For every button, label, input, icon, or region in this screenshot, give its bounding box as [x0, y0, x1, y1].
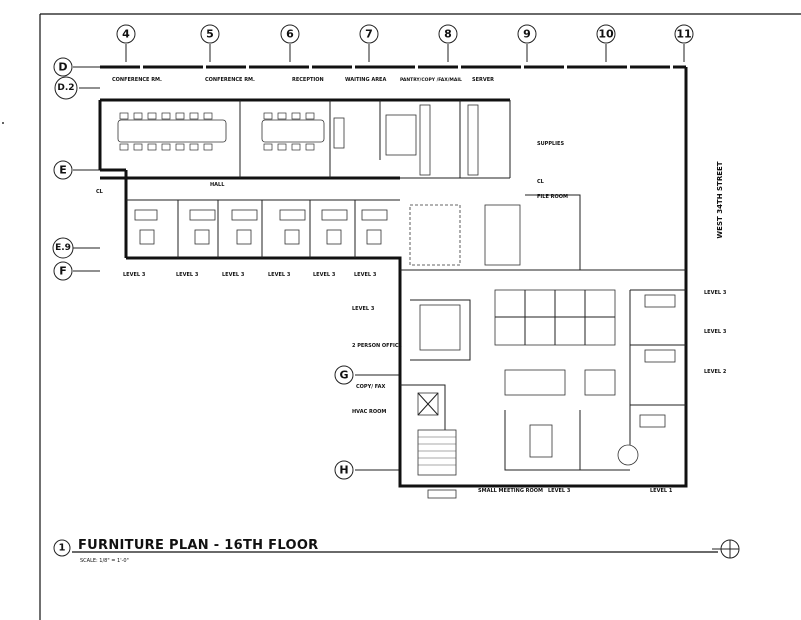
room-label-supplies: SUPPLIES [537, 141, 564, 147]
room-label-file: FILE ROOM [537, 194, 568, 200]
room-label-office3: LEVEL 3 [222, 272, 245, 278]
svg-text:11: 11 [676, 28, 691, 41]
grid-bubble-row-7: H [334, 460, 354, 480]
grid-bubble-col-2: 5 [200, 24, 220, 44]
exterior-walls [98, 65, 688, 488]
room-label-office4: LEVEL 3 [268, 272, 291, 278]
room-label-office2: LEVEL 3 [176, 272, 199, 278]
grid-bubble-row-6: G [334, 365, 354, 385]
column-grid: 4 5 6 7 8 9 10 11 [116, 24, 694, 62]
grid-bubble-row-4: E.9 [52, 237, 74, 259]
svg-text:9: 9 [523, 28, 531, 41]
room-label-east2: LEVEL 3 [704, 329, 727, 335]
room-label-office1: LEVEL 3 [123, 272, 146, 278]
svg-text:8: 8 [444, 28, 452, 41]
svg-text:10: 10 [598, 28, 614, 41]
conference-table-2 [261, 112, 325, 151]
svg-text:5: 5 [206, 28, 214, 41]
svg-text:D: D [58, 61, 67, 74]
grid-bubble-col-7: 10 [596, 24, 616, 44]
sheet-title: FURNITURE PLAN - 16TH FLOOR [78, 538, 318, 553]
room-label-waiting: WAITING AREA [345, 77, 386, 83]
svg-text:6: 6 [286, 28, 294, 41]
grid-bubble-row-3: E [53, 160, 73, 180]
room-label-office5: LEVEL 3 [313, 272, 336, 278]
grid-bubble-col-8: 11 [674, 24, 694, 44]
sheet-scale: SCALE: 1/8" = 1'-0" [80, 558, 129, 564]
room-label-level1: LEVEL 1 [650, 488, 673, 494]
room-label-east3: LEVEL 2 [704, 369, 727, 375]
reception-desk [333, 114, 417, 156]
east-office-furniture [617, 294, 676, 466]
room-label-reception: RECEPTION [292, 77, 324, 83]
room-labels: CONFERENCE RM. CONFERENCE RM. RECEPTION … [96, 77, 727, 494]
grid-bubble-row-2: D.2 [54, 76, 78, 100]
svg-text:H: H [339, 464, 348, 477]
svg-text:F: F [59, 265, 67, 278]
room-label-cl1: CL [96, 189, 104, 195]
room-label-hvac: HVAC ROOM [352, 409, 386, 415]
grid-bubble-col-1: 4 [116, 24, 136, 44]
svg-text:D.2: D.2 [57, 83, 74, 93]
room-label-conf1: CONFERENCE RM. [112, 77, 162, 83]
hvac-unit [417, 392, 439, 416]
svg-text:4: 4 [122, 28, 130, 41]
title-number: 1 [59, 543, 66, 554]
grid-bubble-col-6: 9 [517, 24, 537, 44]
room-label-small: SMALL MEETING ROOM [478, 488, 543, 494]
room-label-cl2: CL [537, 179, 545, 185]
room-label-level3w: LEVEL 3 [352, 306, 375, 312]
grid-bubble-col-5: 8 [438, 24, 458, 44]
small-meeting-table [529, 424, 553, 458]
room-label-hall: HALL [210, 182, 225, 188]
room-label-copy: COPY/ FAX [356, 384, 385, 390]
title-block: 1 FURNITURE PLAN - 16TH FLOOR SCALE: 1/8… [53, 538, 718, 564]
svg-text:G: G [339, 369, 348, 382]
stair [417, 429, 457, 499]
office-furniture-row [134, 209, 388, 245]
conference-table-1 [117, 112, 227, 151]
stray-mark [2, 122, 4, 124]
svg-text:7: 7 [365, 28, 373, 41]
room-label-office6: LEVEL 3 [354, 272, 377, 278]
interior-partitions [126, 100, 686, 471]
grid-bubble-col-4: 7 [359, 24, 379, 44]
grid-bubble-col-3: 6 [280, 24, 300, 44]
room-label-pantry: PANTRY/COPY /FAX/MAIL [400, 77, 462, 83]
workstation-cluster [409, 204, 616, 396]
north-arrow-icon [712, 539, 740, 559]
room-label-twoperson: 2 PERSON OFFICE [352, 343, 403, 349]
room-label-level3s: LEVEL 3 [548, 488, 571, 494]
title-number-bubble [53, 539, 71, 557]
svg-text:E: E [59, 164, 67, 177]
grid-bubble-row-5: F [53, 261, 73, 281]
grid-bubble-row-1: D [53, 57, 73, 77]
street-label: WEST 34TH STREET [716, 161, 724, 238]
svg-text:E.9: E.9 [55, 243, 71, 253]
row-grid: D D.2 E E.9 F G H [52, 57, 400, 480]
room-label-server: SERVER [472, 77, 494, 83]
pantry-counters [419, 104, 479, 176]
room-label-conf2: CONFERENCE RM. [205, 77, 255, 83]
room-label-east1: LEVEL 3 [704, 290, 727, 296]
